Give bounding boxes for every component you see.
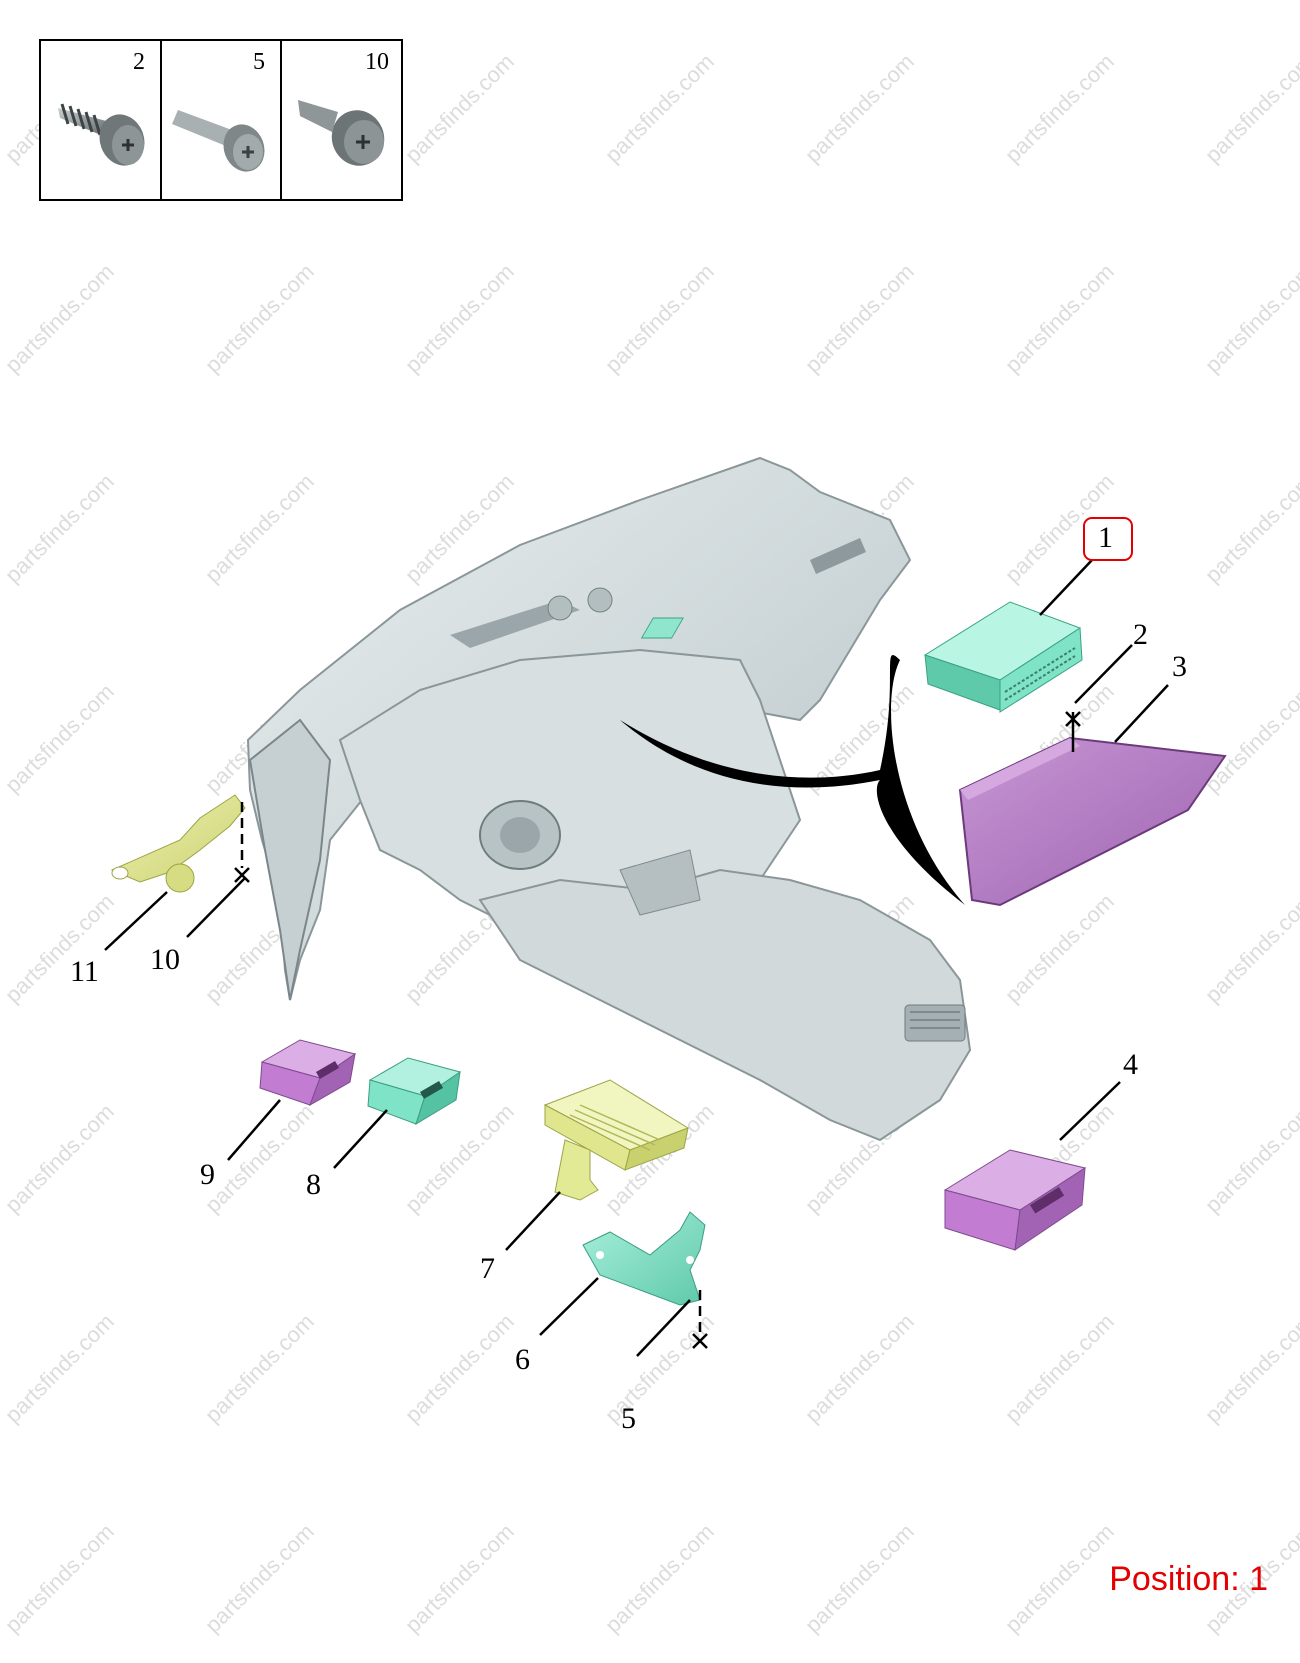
callout-7[interactable]: 7: [480, 1252, 495, 1285]
fastener-legend: [39, 39, 403, 201]
callout-4[interactable]: 4: [1123, 1048, 1138, 1081]
dashboard-assembly: [246, 456, 972, 1142]
part-4-unit: [943, 1149, 1087, 1252]
part-8-switch: [367, 1057, 462, 1126]
callout-5[interactable]: 5: [621, 1402, 636, 1435]
tapping-screw-flange-icon: [58, 103, 145, 166]
legend-number-2: 2: [133, 49, 145, 75]
pan-head-screw-icon: [298, 100, 385, 166]
legend-number-10: 10: [365, 49, 389, 75]
fastener-marker-5: [692, 1290, 708, 1349]
machine-screw-icon: [172, 110, 265, 172]
pointer-arc: [620, 654, 965, 905]
callout-11[interactable]: 11: [70, 955, 99, 988]
fastener-marker-10: [234, 802, 250, 883]
part-3-display: [958, 736, 1227, 907]
part-6-bracket: [582, 1211, 706, 1306]
leader-lines: [104, 559, 1169, 1357]
callout-8[interactable]: 8: [306, 1168, 321, 1201]
callout-10[interactable]: 10: [150, 943, 180, 976]
part-7-module: [543, 1079, 690, 1201]
part-9-switch: [259, 1039, 357, 1107]
callout-9[interactable]: 9: [200, 1158, 215, 1191]
fastener-marker-2: [1065, 711, 1081, 752]
part-11-bracket: [110, 794, 246, 893]
part-1-module: [640, 601, 1083, 713]
legend-number-5: 5: [253, 49, 265, 75]
callout-1[interactable]: 1: [1098, 521, 1113, 554]
position-label: Position: 1: [1109, 1560, 1268, 1598]
callout-3[interactable]: 3: [1172, 650, 1187, 683]
selected-callout-highlight: [1083, 517, 1133, 561]
callout-2[interactable]: 2: [1133, 618, 1148, 651]
callout-6[interactable]: 6: [515, 1343, 530, 1376]
